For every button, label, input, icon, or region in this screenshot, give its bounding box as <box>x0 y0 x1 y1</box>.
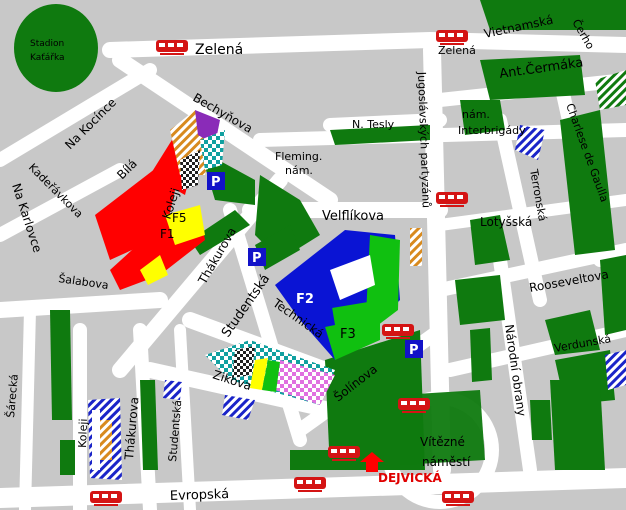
metro-icon[interactable] <box>360 452 384 472</box>
label-f3: F3 <box>340 327 356 342</box>
label-salabova: Šalabova <box>58 272 110 292</box>
building-blue-hatch-ne[interactable] <box>515 125 545 160</box>
label-evropska: Evropská <box>170 487 230 504</box>
label-nam: nám. <box>462 108 490 121</box>
label-narodni-obrany: Národní obrany <box>502 323 529 417</box>
label-studentska-bottom: Studentská <box>166 399 184 462</box>
label-lotysska: Lotyšská <box>480 215 532 229</box>
parks <box>14 0 626 475</box>
tram-icon[interactable] <box>435 29 469 45</box>
parking-markers: P P P <box>207 172 423 358</box>
parking-icon[interactable]: P <box>248 248 266 266</box>
label-namesti: náměstí <box>422 455 471 469</box>
label-f2: F2 <box>296 292 314 307</box>
label-fleming: Fleming. <box>275 150 322 163</box>
building-blue-hatch-zikova[interactable] <box>222 395 255 420</box>
building-orange-small[interactable] <box>410 228 422 266</box>
tram-icon[interactable] <box>397 397 431 413</box>
label-fleming-nam: nám. <box>285 164 313 177</box>
tram-icon[interactable] <box>435 191 469 207</box>
label-zelena-right: Zelená <box>438 44 476 57</box>
label-koleji-bottom: Koleji <box>76 418 90 448</box>
label-zelena-left: Zelená <box>195 42 243 58</box>
parking-icon[interactable]: P <box>207 172 225 190</box>
parking-icon[interactable]: P <box>405 340 423 358</box>
tram-icon[interactable] <box>155 39 189 55</box>
tram-icon[interactable] <box>327 445 361 461</box>
faculty-buildings <box>88 70 626 480</box>
tram-icon[interactable] <box>89 490 123 506</box>
svg-text:P: P <box>211 175 221 190</box>
label-katarka: Kaťářka <box>30 53 65 63</box>
tram-icon[interactable] <box>441 490 475 506</box>
label-veltrikova: Velflíkova <box>322 209 384 224</box>
label-stadion: Stadion <box>30 39 64 49</box>
label-jugoslavskych: Jugoslávských partyzánů <box>415 71 433 209</box>
label-f1: F1 <box>160 227 175 241</box>
svg-text:P: P <box>252 251 262 266</box>
label-n-tesly: N. Tesly <box>352 118 395 131</box>
label-interbrigady: Interbrigády <box>458 124 526 137</box>
label-f5: F5 <box>172 211 187 225</box>
label-vitezne: Vítězné <box>420 435 465 449</box>
label-dejvicka: DEJVICKÁ <box>378 470 442 485</box>
tram-icon[interactable] <box>293 476 327 492</box>
label-sarecka: Šárecká <box>4 374 21 419</box>
label-thakurova-bottom: Thákurova <box>122 396 142 461</box>
tram-icon[interactable] <box>381 323 415 339</box>
svg-text:P: P <box>409 343 419 358</box>
